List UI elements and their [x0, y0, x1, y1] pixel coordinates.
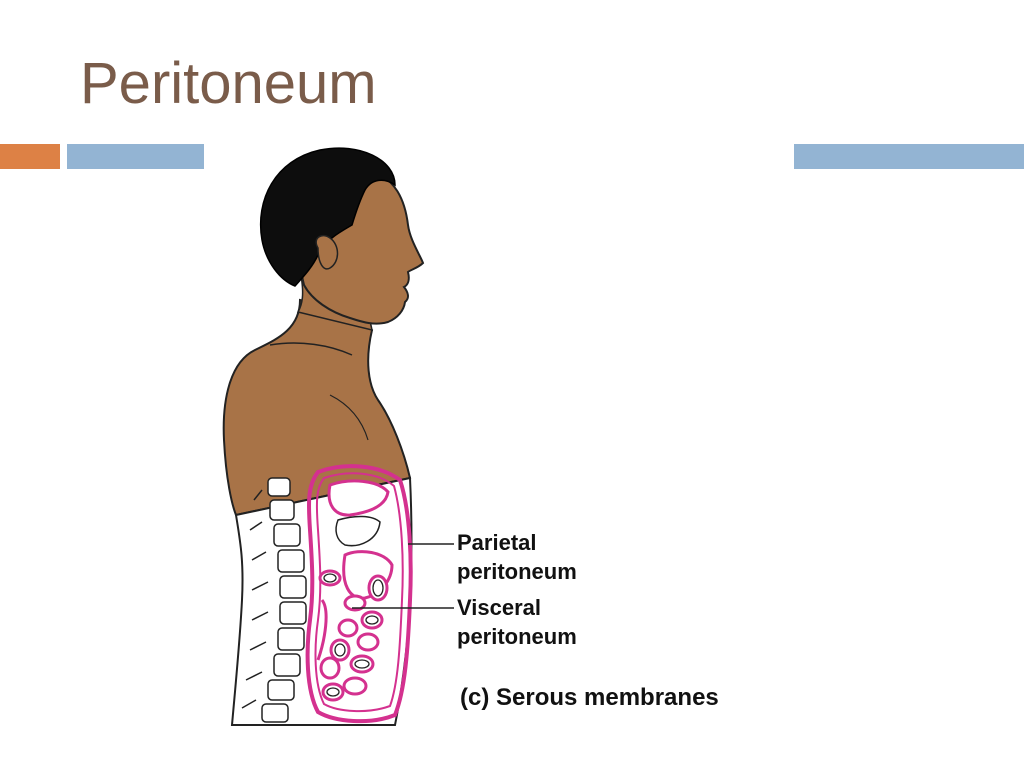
- parietal-peritoneum: [305, 464, 413, 724]
- liver: [327, 479, 390, 517]
- parietal-label-line1: Parietal: [457, 530, 537, 555]
- shoulder-line: [269, 342, 353, 356]
- accent-bar-blue-right: [794, 144, 1024, 169]
- visceral-peritoneum-label: Visceral peritoneum: [457, 593, 577, 651]
- ear: [315, 234, 339, 270]
- peritoneum-illustration: [222, 147, 454, 726]
- figure-caption: (c) Serous membranes: [460, 684, 719, 711]
- slide-title: Peritoneum: [80, 51, 377, 116]
- accent-bar-blue-left: [67, 144, 204, 169]
- spine: [241, 477, 307, 723]
- parietal-peritoneum-label: Parietal peritoneum: [457, 528, 577, 586]
- torso-skin: [222, 298, 412, 517]
- parietal-label-line2: peritoneum: [457, 559, 577, 584]
- visceral-label-line1: Visceral: [457, 595, 542, 620]
- visceral-label-line2: peritoneum: [457, 624, 577, 649]
- accent-bar-orange: [0, 144, 60, 169]
- hair: [259, 147, 396, 287]
- clavicle-line: [329, 394, 369, 441]
- visceral-peritoneum: [316, 550, 394, 702]
